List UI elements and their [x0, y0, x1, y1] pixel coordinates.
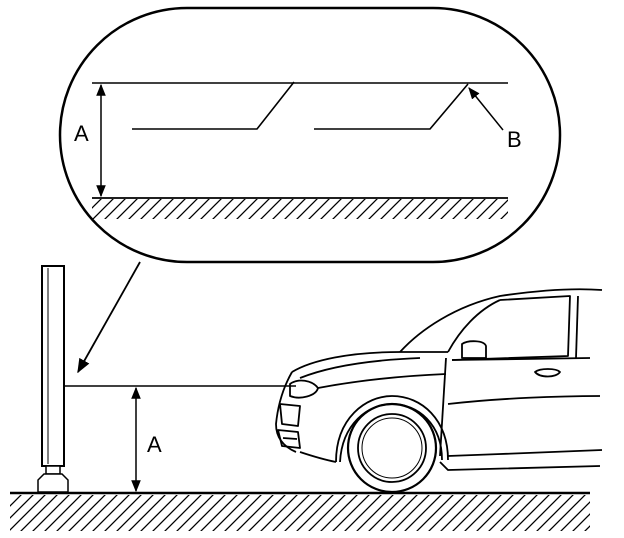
detail-ground-hatch: [92, 199, 508, 219]
vehicle-front-fascia: [275, 371, 297, 453]
callout-label-b: B: [507, 127, 522, 152]
beam-pattern-right: [314, 83, 469, 130]
screen-panel: [41, 265, 65, 467]
dimension-label-lower: A: [147, 432, 162, 457]
detail-frame: [58, 6, 562, 264]
aiming-screen: [37, 265, 69, 493]
screen-base: [37, 473, 69, 493]
vehicle-windshield: [399, 288, 603, 353]
dimension-label-upper: A: [74, 121, 89, 146]
beam-pattern-left: [132, 81, 295, 130]
vehicle-grille: [277, 429, 301, 449]
vehicle-mirror: [461, 340, 487, 359]
callout-b-leader: [468, 87, 504, 131]
vehicle: [275, 288, 603, 494]
vehicle-front-rim: [357, 413, 427, 483]
ground: [10, 491, 590, 531]
vehicle-hood: [291, 351, 448, 373]
ground-hatch: [10, 495, 590, 531]
detail-callout: A B: [58, 6, 562, 264]
vehicle-door-handle: [534, 368, 561, 378]
screen-post: [45, 465, 61, 475]
vehicle-front-tire: [346, 402, 438, 494]
vehicle-wheel-arch: [335, 395, 449, 463]
detail-leader-arrow: [77, 261, 141, 374]
vehicle-headlight: [289, 379, 319, 399]
